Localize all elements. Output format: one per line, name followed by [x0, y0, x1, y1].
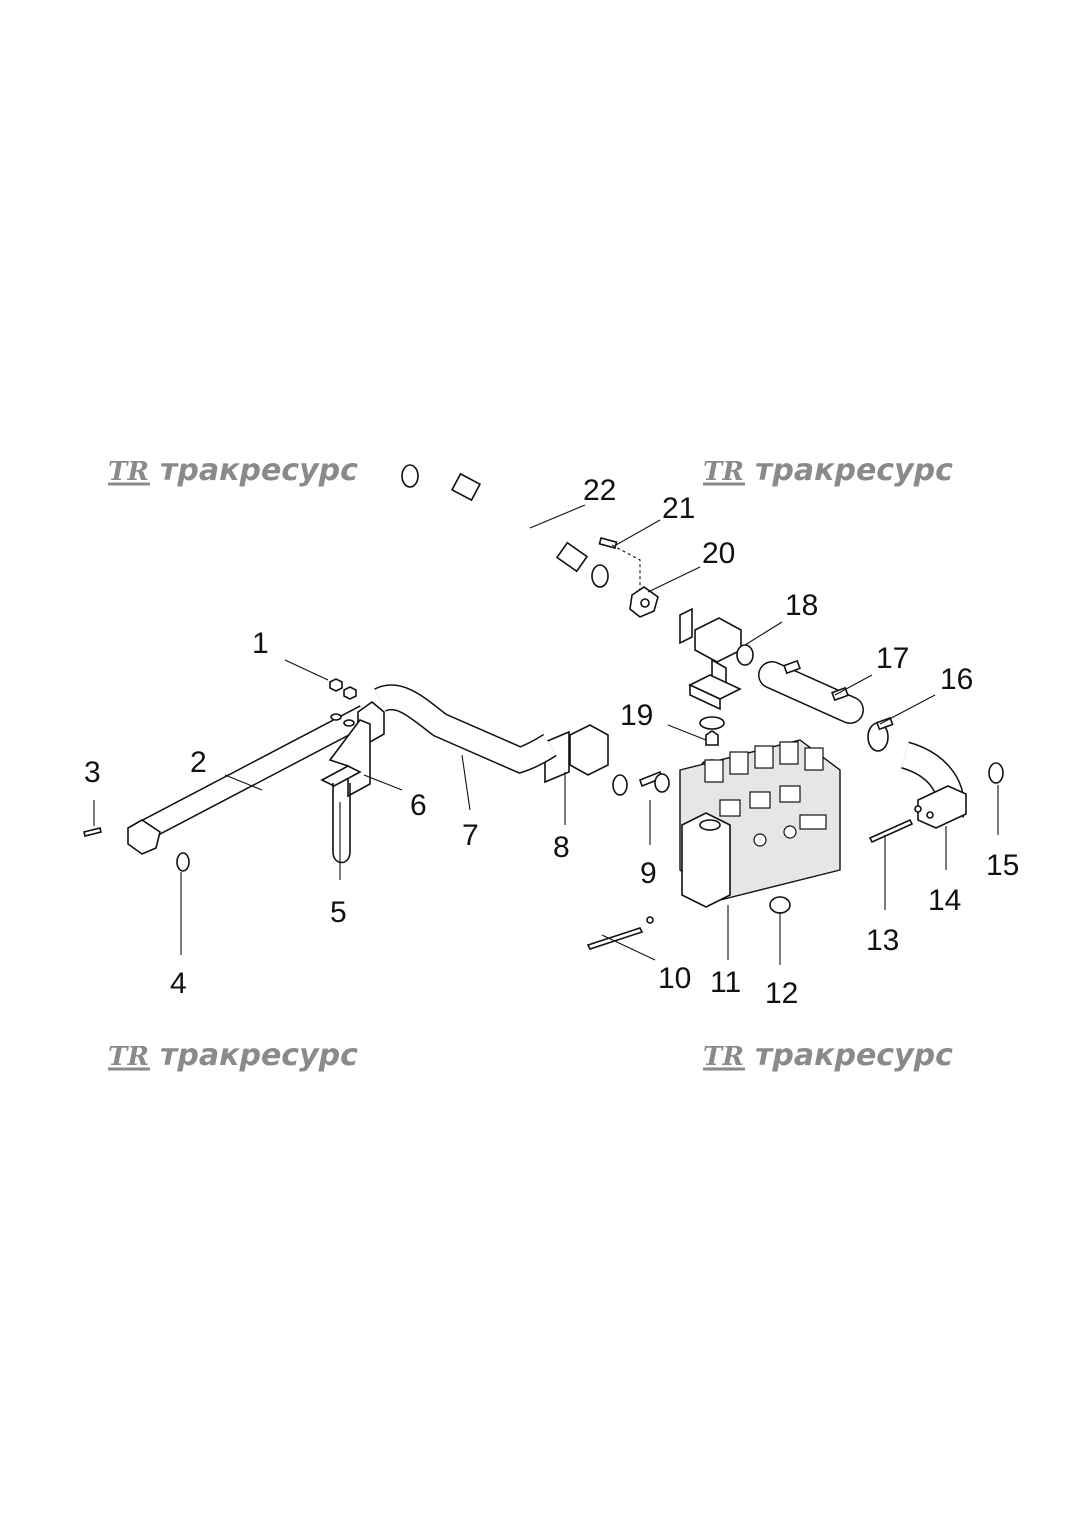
callout-18: 18: [785, 589, 818, 622]
callout-16: 16: [940, 663, 973, 696]
callout-22: 22: [583, 474, 616, 507]
watermark-text: тракресурс: [160, 453, 358, 488]
callout-21: 21: [662, 492, 695, 525]
callout-20: 20: [702, 537, 735, 570]
part-22-hose: [401, 464, 609, 588]
part-9-fitting: [639, 770, 670, 793]
part-17-hose-sleeve: [758, 659, 864, 724]
callout-9: 9: [640, 857, 657, 890]
part-20-split-flange: [629, 586, 659, 618]
watermark-logo: TR: [108, 1042, 149, 1072]
watermark-logo: TR: [108, 457, 149, 487]
callout-6: 6: [410, 789, 427, 822]
part-12-plug: [769, 896, 791, 914]
callout-13: 13: [866, 924, 899, 957]
callout-7: 7: [462, 819, 479, 852]
watermark-top-right: TR тракресурс: [703, 453, 953, 488]
callout-8: 8: [553, 831, 570, 864]
callout-10: 10: [658, 962, 691, 995]
callout-2: 2: [190, 746, 207, 779]
callout-5: 5: [330, 896, 347, 929]
callout-17: 17: [876, 642, 909, 675]
watermark-top-left: TR тракресурс: [108, 453, 358, 488]
part-2-pipe: [127, 700, 385, 855]
callout-3: 3: [84, 756, 101, 789]
callout-14: 14: [928, 884, 961, 917]
watermark-text: тракресурс: [755, 453, 953, 488]
part-6-bracket: [320, 719, 371, 798]
callout-12: 12: [765, 977, 798, 1010]
part-8-flange-adapter: [544, 724, 628, 796]
part-5-u-bolt: [332, 783, 351, 864]
part-13-bolt: [868, 805, 922, 844]
part-14-elbow-pipe: [900, 741, 967, 829]
part-15-o-ring: [988, 762, 1004, 784]
watermark-logo: TR: [703, 1042, 744, 1072]
control-valve-block: [679, 739, 841, 908]
callout-1: 1: [252, 627, 269, 660]
part-18-tee-block: [679, 607, 754, 711]
watermark-bottom-right: TR тракресурс: [703, 1038, 953, 1073]
part-10-bolt: [586, 916, 654, 950]
part-4-o-ring: [176, 852, 190, 872]
part-16-clamp: [867, 716, 894, 752]
watermark-text: тракресурс: [755, 1038, 953, 1073]
part-3-bolt: [83, 827, 102, 837]
watermark-text: тракресурс: [160, 1038, 358, 1073]
watermark-bottom-left: TR тракресурс: [108, 1038, 358, 1073]
callout-15: 15: [986, 849, 1019, 882]
callout-labels: 1 2 3 4 5 6 7 8 9 10 11 12 13 14 15 16 1…: [84, 474, 1019, 1010]
part-7-hose: [374, 684, 557, 774]
watermark-logo: TR: [703, 457, 744, 487]
callout-11: 11: [710, 966, 741, 999]
part-1-nut: [329, 678, 357, 727]
callout-4: 4: [170, 967, 187, 1000]
leader-lines: [93, 504, 999, 965]
callout-19: 19: [620, 699, 653, 732]
